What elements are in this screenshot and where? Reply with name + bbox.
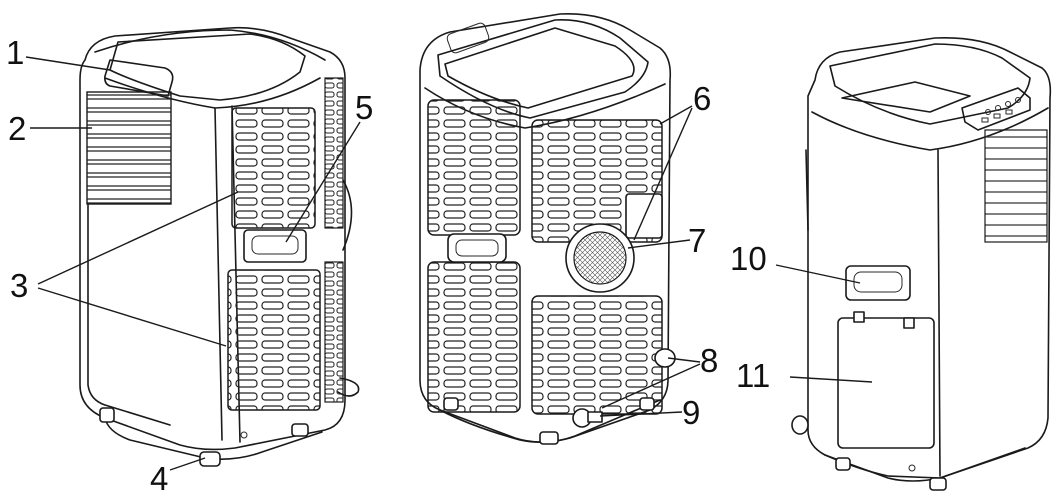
leader-5 <box>285 121 361 243</box>
callout-9: 9 <box>682 394 700 431</box>
leader-8a <box>667 357 701 363</box>
callout-5: 5 <box>355 89 373 126</box>
leader-3b <box>37 287 227 347</box>
callout-1: 1 <box>6 34 24 71</box>
callout-3: 3 <box>10 267 28 304</box>
callout-8: 8 <box>700 342 718 379</box>
leader-3a <box>37 191 239 285</box>
unit-rear-view <box>419 13 676 445</box>
callout-11: 11 <box>736 357 770 394</box>
unit-front-view <box>79 26 360 467</box>
callout-4: 4 <box>150 460 168 497</box>
callout-7: 7 <box>688 222 706 259</box>
callout-6: 6 <box>693 80 711 117</box>
leader-lines <box>25 56 873 471</box>
leader-8b <box>601 363 701 409</box>
leader-1 <box>25 56 111 71</box>
leader-11 <box>789 376 873 383</box>
leader-4 <box>169 457 206 471</box>
leader-9 <box>599 411 683 417</box>
unit-side-view <box>791 36 1052 491</box>
leader-6b <box>633 107 693 241</box>
callout-10: 10 <box>730 240 767 277</box>
leader-6a <box>659 105 693 125</box>
leader-7 <box>627 239 691 249</box>
callout-2: 2 <box>8 110 26 147</box>
leader-10 <box>775 264 861 284</box>
callout-labels: 1 2 3 4 5 6 7 8 9 10 11 <box>6 34 770 497</box>
